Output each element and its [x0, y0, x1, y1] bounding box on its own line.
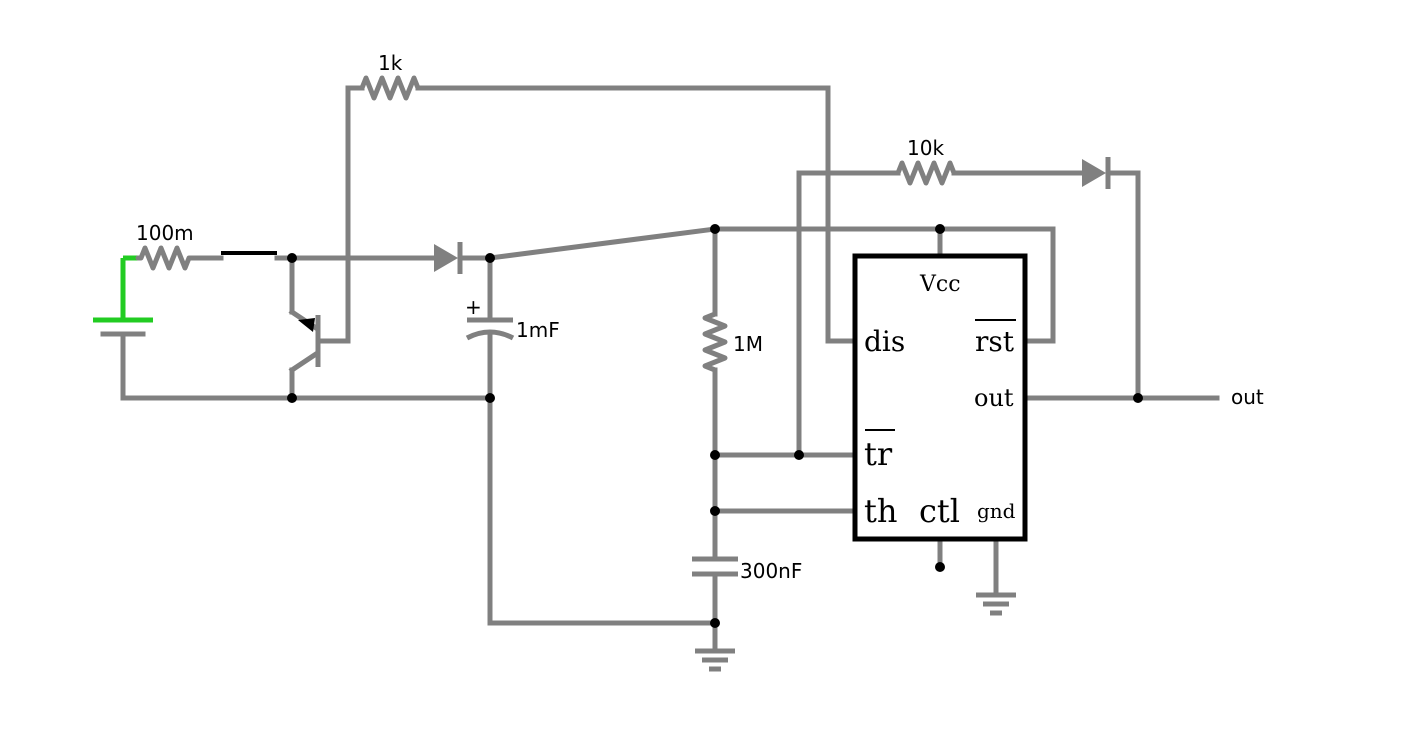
pin-th-label: th [864, 492, 897, 530]
pin-vcc-label: Vcc [919, 272, 961, 297]
junction [710, 506, 720, 516]
pin-out-label: out [974, 384, 1014, 412]
junction [710, 450, 720, 460]
junction [935, 562, 945, 572]
ground-right [976, 592, 1016, 616]
resistor-10k-label: 10k [907, 136, 944, 160]
junction [287, 393, 297, 403]
ground-left [695, 648, 735, 672]
diode-1[interactable] [434, 242, 463, 274]
pin-tr-label: tr [864, 435, 893, 473]
pin-dis-label: dis [864, 325, 905, 358]
junction [485, 253, 495, 263]
junction [935, 224, 945, 234]
junction [485, 393, 495, 403]
resistor-1k-label: 1k [378, 51, 403, 75]
pin-gnd-label: gnd [977, 499, 1016, 523]
capacitor-1mf-label: 1mF [516, 318, 560, 342]
junction [1133, 393, 1143, 403]
capacitor-300nf-label: 300nF [740, 559, 802, 583]
junction [710, 224, 720, 234]
capacitor-polarity: + [465, 295, 482, 319]
resistor-1m-label: 1M [733, 332, 763, 356]
pin-rst-label: rst [975, 325, 1015, 358]
pnp-transistor[interactable] [288, 255, 351, 401]
output-label: out [1231, 385, 1264, 409]
diode-2[interactable] [1082, 157, 1111, 189]
wire-diagonal [487, 226, 718, 261]
junction [287, 253, 297, 263]
resistor-1m[interactable] [702, 311, 728, 373]
junction [710, 618, 720, 628]
junction [794, 450, 804, 460]
resistor-1k[interactable] [359, 75, 421, 101]
resistor-100m[interactable] [135, 245, 196, 271]
junctions [287, 224, 1143, 628]
timer-555-chip[interactable] [852, 253, 1028, 542]
pin-ctl-label: ctl [919, 492, 960, 530]
resistor-100m-label: 100m [136, 221, 194, 245]
battery[interactable] [93, 258, 153, 401]
resistor-10k[interactable] [895, 160, 957, 186]
